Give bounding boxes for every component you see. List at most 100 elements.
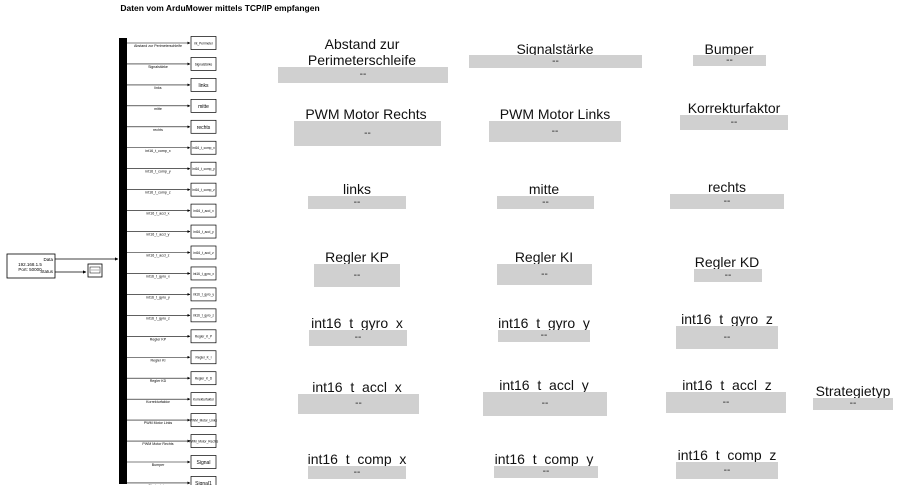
display-value: -- bbox=[294, 121, 441, 146]
display-block[interactable] bbox=[190, 392, 217, 406]
display-block[interactable] bbox=[190, 266, 217, 281]
display-label: Bumper bbox=[704, 41, 754, 57]
display-label: mitte bbox=[528, 181, 560, 197]
signal-label: Strategietyp bbox=[148, 484, 167, 485]
display-block[interactable] bbox=[190, 98, 217, 113]
signal-row: int16_t_accl_x int16_t_accl_x bbox=[127, 203, 217, 218]
display-block-name: rechts bbox=[197, 125, 211, 131]
signal-label: int16_t_comp_z bbox=[145, 191, 171, 195]
status-display-block[interactable] bbox=[87, 263, 103, 278]
signal-row: int16_t_comp_z int16_t_comp_z bbox=[127, 182, 217, 197]
signal-label: int16_t_accl_z bbox=[147, 254, 170, 258]
source-ip: 192.168.1.5 bbox=[18, 262, 42, 267]
signal-label: int16_t_gyro_x bbox=[146, 274, 170, 278]
display-value: -- bbox=[694, 269, 762, 282]
display-block-name: int16_t_accl_x bbox=[193, 209, 214, 213]
display-label: Signalstärke bbox=[516, 41, 594, 57]
display-block[interactable] bbox=[190, 224, 217, 239]
display-label: int16_t_gyro_x bbox=[311, 315, 403, 331]
display-block[interactable] bbox=[190, 371, 217, 386]
display-block-name: mitte bbox=[198, 104, 209, 110]
display-label: Regler KD bbox=[694, 254, 760, 270]
display-label: Regler KI bbox=[514, 249, 574, 265]
signal-row: Abstand zur Perimeterschleifeint_Perimet… bbox=[127, 36, 217, 50]
display-value: -- bbox=[494, 466, 598, 478]
signal-row: int16_t_accl_z int16_t_accl_z bbox=[127, 245, 217, 260]
display-label: int16_t_accl_y bbox=[499, 377, 589, 393]
display-value: -- bbox=[298, 394, 419, 414]
signal-row: mitte mitte bbox=[127, 98, 217, 113]
signal-label: int16_t_gyro_y bbox=[146, 295, 170, 299]
source-port-out: Status bbox=[40, 269, 54, 274]
display-block[interactable] bbox=[190, 57, 217, 71]
display-block[interactable] bbox=[190, 245, 217, 260]
display-block-name: Korrekturfaktor bbox=[193, 397, 215, 401]
signal-label: mitte bbox=[154, 107, 162, 111]
display-block-name: Signalstärke bbox=[195, 62, 213, 66]
signal-row: StrategietypSignal1 bbox=[127, 476, 217, 485]
display-block[interactable] bbox=[190, 119, 217, 134]
display-label: int16_t_comp_z bbox=[677, 447, 777, 463]
display-value: -- bbox=[680, 115, 788, 130]
display-value: -- bbox=[489, 121, 621, 142]
signal-row: int16_t_gyro_y int16_t_gyro_y bbox=[127, 287, 217, 302]
display-block[interactable] bbox=[190, 182, 217, 197]
display-block[interactable] bbox=[190, 78, 217, 92]
display-block[interactable] bbox=[190, 203, 217, 218]
display-label: Abstand zur Perimeterschleife bbox=[307, 36, 417, 68]
display-block-name: int16_t_gyro_y bbox=[193, 293, 214, 297]
display-label: int16_t_gyro_z bbox=[681, 311, 773, 327]
display-label: PWM Motor Links bbox=[499, 106, 611, 122]
source-port-in: Data bbox=[43, 257, 53, 262]
display-block-name: int16_t_gyro_x bbox=[193, 272, 214, 276]
display-block-name: int16_t_accl_z bbox=[193, 251, 214, 255]
signal-row: int16_t_gyro_x int16_t_gyro_x bbox=[127, 266, 217, 281]
display-label: links bbox=[342, 181, 371, 197]
display-block[interactable] bbox=[190, 413, 217, 427]
display-block[interactable] bbox=[190, 455, 217, 469]
display-value: -- bbox=[497, 196, 594, 209]
display-block[interactable] bbox=[190, 140, 217, 155]
display-value: -- bbox=[676, 462, 778, 479]
signal-label: int16_t_gyro_z bbox=[146, 316, 170, 320]
display-block[interactable] bbox=[190, 350, 217, 365]
display-block-name: PWM_Motor_Rechts bbox=[189, 439, 219, 443]
display-value: -- bbox=[314, 264, 400, 287]
display-block-name: links bbox=[198, 83, 209, 89]
display-block-name: int16_t_gyro_z bbox=[193, 314, 214, 318]
demux-bar[interactable] bbox=[119, 38, 127, 484]
display-block[interactable] bbox=[190, 161, 217, 176]
display-value: -- bbox=[308, 196, 406, 209]
display-block[interactable] bbox=[190, 329, 217, 344]
signal-label: Regler KI bbox=[151, 358, 166, 362]
display-value: -- bbox=[498, 330, 590, 342]
signal-label: Regler KP bbox=[150, 337, 167, 341]
display-label: int16_t_accl_z bbox=[682, 377, 772, 393]
signal-label: Abstand zur Perimeterschleife bbox=[134, 44, 182, 48]
signal-label: Korrekturfaktor bbox=[146, 400, 171, 404]
display-block[interactable] bbox=[190, 308, 217, 323]
signal-row: links links bbox=[127, 78, 217, 92]
display-block[interactable] bbox=[190, 476, 217, 485]
signal-label: int16_t_accl_x bbox=[147, 212, 170, 216]
display-value: -- bbox=[693, 55, 766, 66]
tcpip-receive-block[interactable]: Data 192.168.1.5 Port: 50000 Status bbox=[6, 253, 56, 279]
signal-label: links bbox=[154, 86, 161, 90]
display-block[interactable] bbox=[190, 36, 217, 50]
display-block-name: PWM_Motor_Links bbox=[190, 418, 217, 422]
display-block-name: int16_t_comp_z bbox=[192, 188, 215, 192]
display-value: -- bbox=[278, 67, 448, 83]
display-block[interactable] bbox=[190, 434, 217, 448]
display-value: -- bbox=[670, 194, 784, 209]
display-value: -- bbox=[308, 466, 406, 479]
display-block[interactable] bbox=[190, 287, 217, 302]
